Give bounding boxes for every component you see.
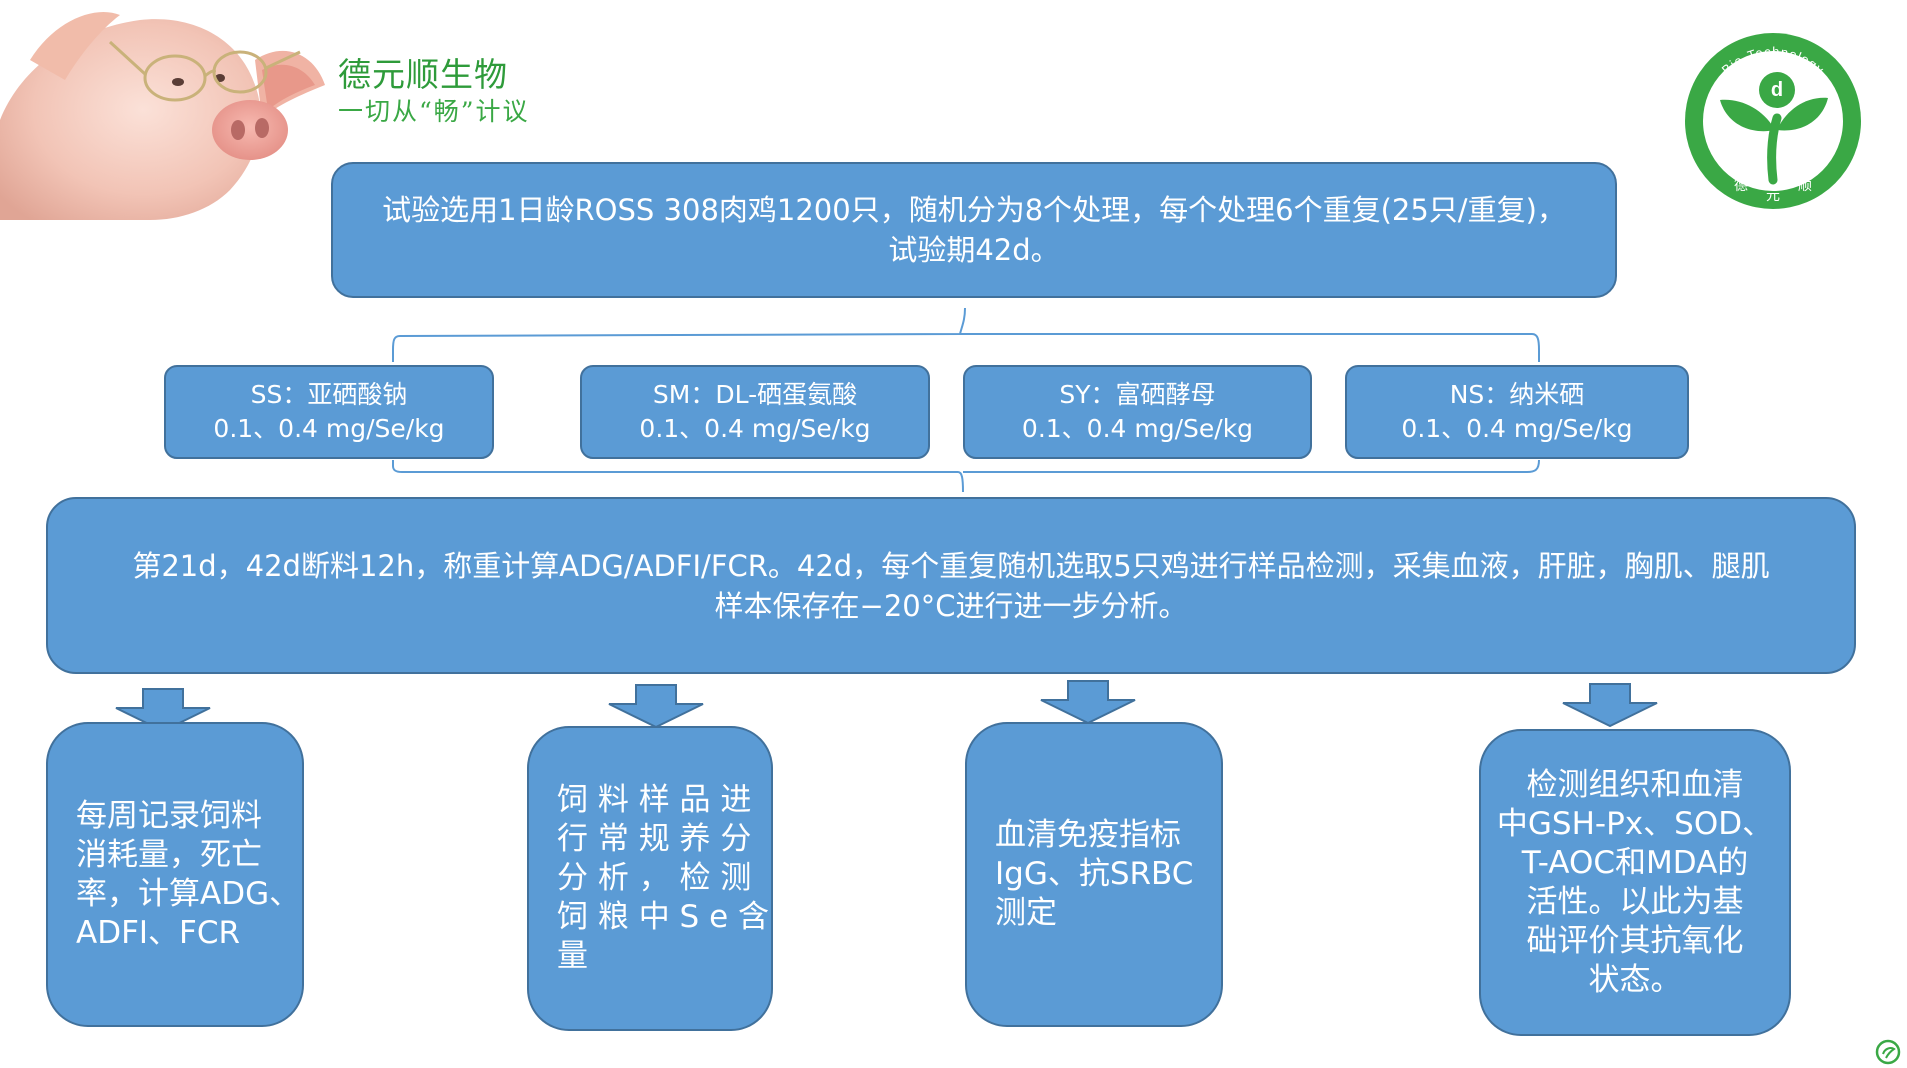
sampling-procedure-line1: 第21d，42d断料12h，称重计算ADG/ADFI/FCR。42d，每个重复随… bbox=[132, 548, 1770, 583]
svg-text:d: d bbox=[1771, 79, 1783, 101]
treatment-name: SY：富硒酵母 bbox=[1059, 380, 1216, 409]
output-line: 血清免疫指标 bbox=[995, 817, 1181, 853]
output-box-feed-analysis: 饲 料 样 品 进 行 常 规 养 分 分 析 ， 检 测 饲 粮 中 S e … bbox=[527, 726, 773, 1031]
treatment-dose: 0.1、0.4 mg/Se/kg bbox=[1401, 414, 1633, 443]
output-line: IgG、抗SRBC bbox=[995, 856, 1194, 892]
output-line: 每周记录饲料 bbox=[76, 797, 262, 834]
output-box-immunity: 血清免疫指标 IgG、抗SRBC 测定 bbox=[965, 722, 1223, 1027]
output-box-antioxidant: 检测组织和血清 中GSH-Px、SOD、 T-AOC和MDA的 活性。以此为基 … bbox=[1479, 729, 1791, 1036]
svg-text:德: 德 bbox=[1734, 178, 1748, 194]
treatment-box-ns: NS：纳米硒 0.1、0.4 mg/Se/kg bbox=[1345, 365, 1689, 459]
output-box-performance: 每周记录饲料 消耗量，死亡 率，计算ADG、 ADFI、FCR bbox=[46, 722, 304, 1027]
output-line: 饲 粮 中 S e 含 bbox=[557, 899, 770, 935]
treatment-dose: 0.1、0.4 mg/Se/kg bbox=[213, 414, 445, 443]
experiment-design-box: 试验选用1日龄ROSS 308肉鸡1200只，随机分为8个处理，每个处理6个重复… bbox=[331, 162, 1617, 298]
output-line: 状态。 bbox=[1588, 961, 1682, 998]
treatment-dose: 0.1、0.4 mg/Se/kg bbox=[639, 414, 871, 443]
down-arrow-icon bbox=[608, 684, 704, 728]
svg-text:顺: 顺 bbox=[1798, 178, 1812, 194]
sampling-procedure-line2: 样本保存在−20°C进行进一步分析。 bbox=[714, 588, 1188, 623]
treatment-box-sy: SY：富硒酵母 0.1、0.4 mg/Se/kg bbox=[963, 365, 1312, 459]
pig-photo bbox=[0, 0, 335, 220]
output-line: 中GSH-Px、SOD、 bbox=[1496, 805, 1774, 842]
output-line: 消耗量，死亡 bbox=[76, 836, 262, 873]
output-line: 础评价其抗氧化 bbox=[1526, 922, 1744, 959]
output-line: 率，计算ADG、 bbox=[76, 875, 301, 912]
experiment-design-line1: 试验选用1日龄ROSS 308肉鸡1200只，随机分为8个处理，每个处理6个重复… bbox=[382, 193, 1566, 227]
company-logo: Bio-Technology d 德 元 顺 bbox=[1685, 33, 1861, 209]
treatment-name: SS：亚硒酸钠 bbox=[250, 380, 408, 409]
output-line: 量 bbox=[557, 938, 588, 974]
corner-logo-icon bbox=[1875, 1039, 1901, 1065]
down-arrow-icon bbox=[1040, 680, 1136, 724]
sampling-procedure-box: 第21d，42d断料12h，称重计算ADG/ADFI/FCR。42d，每个重复随… bbox=[46, 497, 1856, 674]
output-line: 饲 料 样 品 进 bbox=[557, 782, 752, 818]
output-line: 检测组织和血清 bbox=[1526, 766, 1744, 803]
svg-text:元: 元 bbox=[1766, 188, 1780, 204]
output-line: 分 析 ， 检 测 bbox=[557, 860, 752, 896]
down-arrow-icon bbox=[115, 688, 211, 732]
output-line: 测定 bbox=[995, 895, 1057, 931]
output-line: ADFI、FCR bbox=[76, 914, 241, 951]
treatment-name: SM：DL-硒蛋氨酸 bbox=[652, 380, 858, 409]
logo-letter: d bbox=[1771, 79, 1783, 101]
output-line: T-AOC和MDA的 bbox=[1521, 844, 1749, 881]
treatment-box-ss: SS：亚硒酸钠 0.1、0.4 mg/Se/kg bbox=[164, 365, 494, 459]
treatment-box-sm: SM：DL-硒蛋氨酸 0.1、0.4 mg/Se/kg bbox=[580, 365, 930, 459]
logo-name-char: 顺 bbox=[1798, 178, 1812, 194]
logo-name-char: 元 bbox=[1766, 188, 1780, 204]
output-line: 活性。以此为基 bbox=[1526, 883, 1744, 920]
output-line: 行 常 规 养 分 bbox=[557, 821, 752, 857]
experiment-design-line2: 试验期42d。 bbox=[888, 233, 1060, 267]
treatment-name: NS：纳米硒 bbox=[1449, 380, 1585, 409]
brand-slogan: 一切从“畅”计议 bbox=[338, 97, 530, 126]
logo-name-char: 德 bbox=[1734, 178, 1748, 194]
brand-title: 德元顺生物 bbox=[338, 55, 508, 94]
treatment-dose: 0.1、0.4 mg/Se/kg bbox=[1021, 414, 1254, 443]
down-arrow-icon bbox=[1562, 683, 1658, 727]
